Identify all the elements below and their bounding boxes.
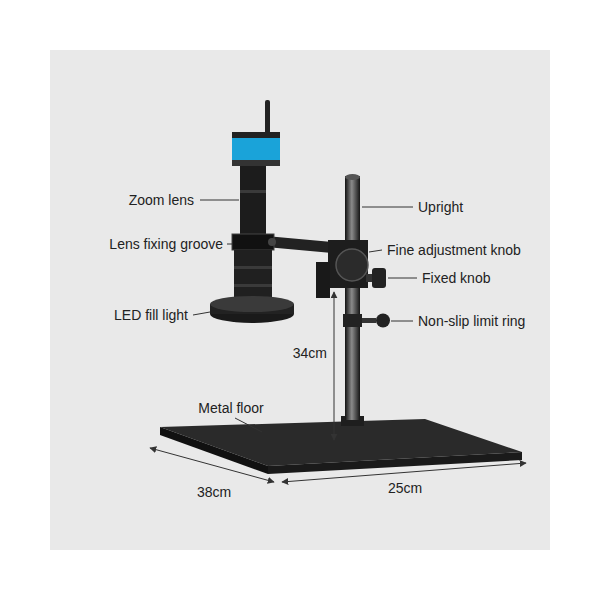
leader-line bbox=[200, 200, 239, 201]
part-label: Fixed knob bbox=[420, 269, 492, 287]
dimension-line bbox=[334, 292, 335, 440]
leader-line bbox=[388, 278, 417, 279]
camera-top bbox=[232, 132, 280, 138]
leader-line bbox=[235, 418, 262, 432]
fixed-knob bbox=[372, 268, 386, 288]
leader-line bbox=[362, 207, 413, 208]
antenna bbox=[265, 100, 270, 134]
part-label: Metal floor bbox=[196, 399, 265, 417]
led-ring-top bbox=[210, 296, 294, 312]
dimension-label: 34cm bbox=[291, 344, 329, 362]
dimension-line bbox=[150, 448, 274, 482]
base-plate-side bbox=[268, 452, 522, 474]
base-plate-front bbox=[160, 427, 268, 474]
upright-pole bbox=[345, 176, 360, 420]
camera-band bbox=[232, 160, 280, 166]
camera-body bbox=[232, 132, 280, 166]
part-label: Fine adjustment knob bbox=[385, 241, 523, 259]
pole-cap bbox=[345, 174, 360, 180]
leader-line bbox=[369, 250, 382, 252]
clamp-screw bbox=[268, 238, 276, 246]
part-label: Lens fixing groove bbox=[107, 235, 225, 253]
ring-knob bbox=[376, 314, 390, 328]
part-label: Non-slip limit ring bbox=[416, 312, 527, 330]
dimension-label: 38cm bbox=[195, 483, 233, 501]
lower-lens bbox=[234, 250, 272, 302]
lens-ring bbox=[240, 190, 266, 193]
dimension-label: 25cm bbox=[386, 479, 424, 497]
leader-line bbox=[193, 312, 210, 315]
part-label: Zoom lens bbox=[127, 191, 196, 209]
lens-ring bbox=[234, 284, 272, 287]
part-label: LED fill light bbox=[112, 306, 190, 324]
block-side bbox=[316, 262, 330, 298]
focus-block bbox=[328, 240, 368, 288]
limit-ring bbox=[343, 314, 362, 327]
leader-line bbox=[227, 244, 232, 245]
part-label: Upright bbox=[416, 198, 465, 216]
ring-stem bbox=[362, 318, 376, 323]
fine-adjustment-knob bbox=[336, 249, 368, 281]
zoom-lens bbox=[240, 166, 266, 236]
grey-panel bbox=[50, 50, 550, 550]
fixing-clamp bbox=[232, 234, 274, 250]
lens-ring bbox=[234, 266, 272, 269]
leader-line bbox=[391, 321, 413, 322]
arm bbox=[266, 236, 332, 253]
